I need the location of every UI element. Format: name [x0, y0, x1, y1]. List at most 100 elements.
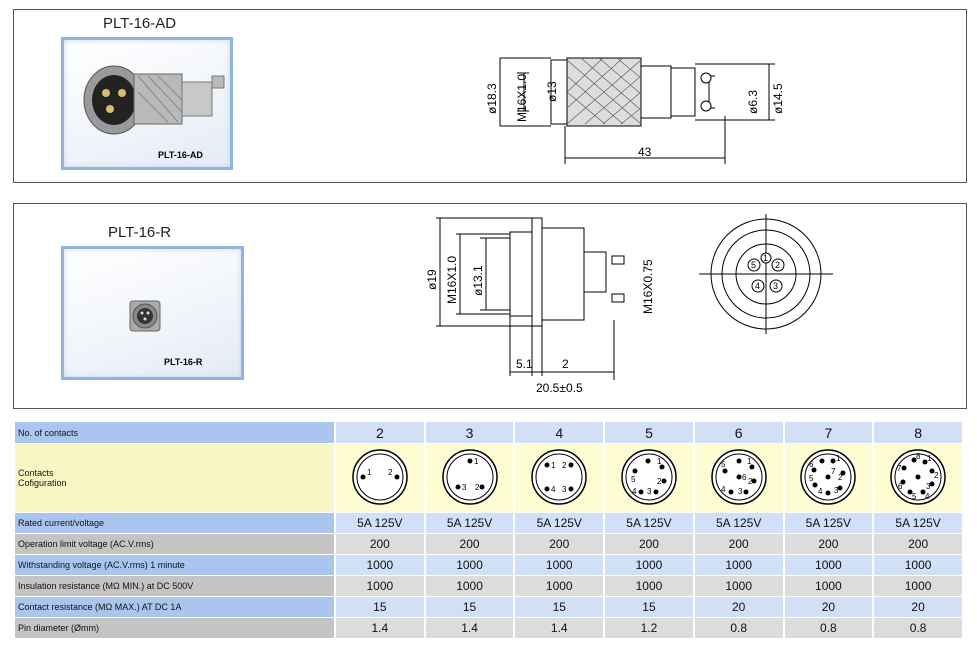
contact-res-value: 20 [784, 597, 873, 617]
contacts-value: 3 [425, 422, 514, 443]
photo-caption: PLT-16-R [164, 357, 203, 367]
pin-label: 1 [927, 454, 932, 463]
contacts-value: 6 [694, 422, 783, 443]
op-voltage-value: 200 [694, 534, 783, 554]
dim-thread: M16X1.0 [445, 256, 459, 304]
row-label: Rated current/voltage [15, 513, 334, 533]
pin-dia-value: 1.4 [336, 618, 424, 638]
pin-label: 7 [897, 464, 902, 473]
pin-label: 4 [925, 492, 930, 501]
op-voltage-value: 200 [425, 534, 514, 554]
pin-label: 3 [562, 485, 567, 494]
insulation-value: 1000 [784, 576, 873, 596]
pin-label: 3 [647, 487, 652, 496]
pin-config-diagram: 1 2 3 4 5 6 7 [800, 448, 857, 505]
contacts-value: 4 [515, 422, 604, 443]
dim-inner-dia: ø13 [545, 81, 559, 102]
withstand-value: 1000 [784, 555, 873, 575]
current-value: 5A 125V [784, 513, 873, 533]
withstand-value: 1000 [694, 555, 783, 575]
connector-receptacle-image [129, 300, 161, 332]
pin-label: 5 [631, 475, 636, 484]
dim-outer-dia: ø18.3 [485, 83, 499, 114]
row-label: Pin diameter (Ømm) [15, 618, 334, 638]
pin-config-diagram: 1 2 3 [441, 448, 498, 505]
current-value: 5A 125V [515, 513, 604, 533]
contact-res-value: 20 [694, 597, 783, 617]
pin-config-3: 1 2 3 [425, 444, 514, 512]
pin-label: 4 [632, 487, 637, 496]
plug-dimension-drawing: ø18.3 M16X1.0 ø13 ø6.3 ø14.5 43 [485, 57, 785, 164]
pin-label: 6 [898, 482, 903, 491]
pin-label: 3 [462, 483, 467, 492]
pin-label: 2 [388, 468, 393, 477]
pin-label: 2 [748, 477, 753, 486]
spec-table: No. of contacts 2 3 4 5 6 7 8 Contacts C… [13, 421, 964, 639]
front-pin-label: 1 [763, 253, 768, 263]
dim-cable-dia: ø14.5 [771, 83, 785, 114]
dim-rear-thread: M16X0.75 [641, 259, 654, 314]
table-row-contacts: No. of contacts 2 3 4 5 6 7 8 [15, 422, 962, 443]
panel-plt-16-r: PLT-16-R PLT-16-R [13, 203, 967, 409]
pin-label: 6 [809, 460, 814, 469]
pin-config-8: 1 2 3 4 5 6 7 8 [874, 444, 962, 512]
pin-label: 5 [721, 460, 726, 469]
dim-inner-dia: ø13.1 [471, 265, 485, 296]
table-row-withstand: Withstanding voltage (AC.V.rms) 1 minute… [15, 555, 962, 575]
pin-config-diagram: 1 2 3 4 5 6 [710, 448, 767, 505]
op-voltage-value: 200 [874, 534, 962, 554]
contact-res-value: 15 [515, 597, 604, 617]
table-row-configuration: Contacts Cofiguration 1 2 1 2 3 [15, 444, 962, 512]
pin-config-7: 1 2 3 4 5 6 7 [784, 444, 873, 512]
photo-caption: PLT-16-AD [158, 150, 203, 160]
pin-label: 8 [916, 452, 921, 461]
connector-plug-image [83, 65, 225, 135]
pin-config-4: 1 2 3 4 [515, 444, 604, 512]
pin-config-2: 1 2 [336, 444, 424, 512]
table-row-insulation: Insulation resistance (MΩ MIN.) at DC 50… [15, 576, 962, 596]
pin-config-5: 1 2 3 4 5 [605, 444, 693, 512]
front-pin-label: 2 [775, 260, 780, 270]
pin-label: 2 [562, 461, 567, 470]
dim-length: 20.5±0.5 [536, 381, 583, 395]
contact-res-value: 15 [605, 597, 693, 617]
pin-config-diagram: 1 2 3 4 [531, 448, 587, 505]
current-value: 5A 125V [694, 513, 783, 533]
pin-label: 3 [834, 486, 839, 495]
insulation-value: 1000 [515, 576, 604, 596]
op-voltage-value: 200 [515, 534, 604, 554]
current-value: 5A 125V [605, 513, 693, 533]
pin-label: 2 [934, 471, 939, 480]
op-voltage-value: 200 [336, 534, 424, 554]
table-row-contact-resistance: Contact resistance (MΩ MAX.) AT DC 1A 15… [15, 597, 962, 617]
op-voltage-value: 200 [784, 534, 873, 554]
pin-config-diagram: 1 2 3 4 5 6 7 8 [890, 448, 946, 505]
pin-label: 2 [838, 473, 843, 482]
front-pin-label: 3 [773, 281, 778, 291]
dim-a: 5.1 [516, 357, 533, 371]
pin-dia-value: 0.8 [874, 618, 962, 638]
pin-label: 2 [657, 477, 662, 486]
dim-b: 2 [562, 357, 569, 371]
dim-thread: M16X1.0 [515, 74, 529, 122]
contacts-value: 2 [336, 422, 424, 443]
pin-label: 5 [912, 492, 917, 501]
pin-config-diagram: 1 2 [352, 448, 408, 505]
dim-length: 43 [638, 145, 652, 159]
pin-label: 7 [831, 467, 836, 476]
insulation-value: 1000 [874, 576, 962, 596]
pin-config-diagram: 1 2 3 4 5 [621, 448, 677, 505]
table-row-op-voltage: Operation limit voltage (AC.V.rms) 200 2… [15, 534, 962, 554]
dim-clamp-dia: ø6.3 [746, 90, 760, 114]
row-label: Contacts Cofiguration [15, 444, 334, 512]
contact-res-value: 15 [336, 597, 424, 617]
pin-label: 5 [809, 474, 814, 483]
panel-title: PLT-16-AD [103, 15, 177, 32]
row-label: Withstanding voltage (AC.V.rms) 1 minute [15, 555, 334, 575]
current-value: 5A 125V [336, 513, 424, 533]
row-label: Insulation resistance (MΩ MIN.) at DC 50… [15, 576, 334, 596]
pin-label: 4 [818, 487, 823, 496]
pin-label: 1 [551, 461, 556, 470]
withstand-value: 1000 [425, 555, 514, 575]
pin-label: 4 [551, 485, 556, 494]
